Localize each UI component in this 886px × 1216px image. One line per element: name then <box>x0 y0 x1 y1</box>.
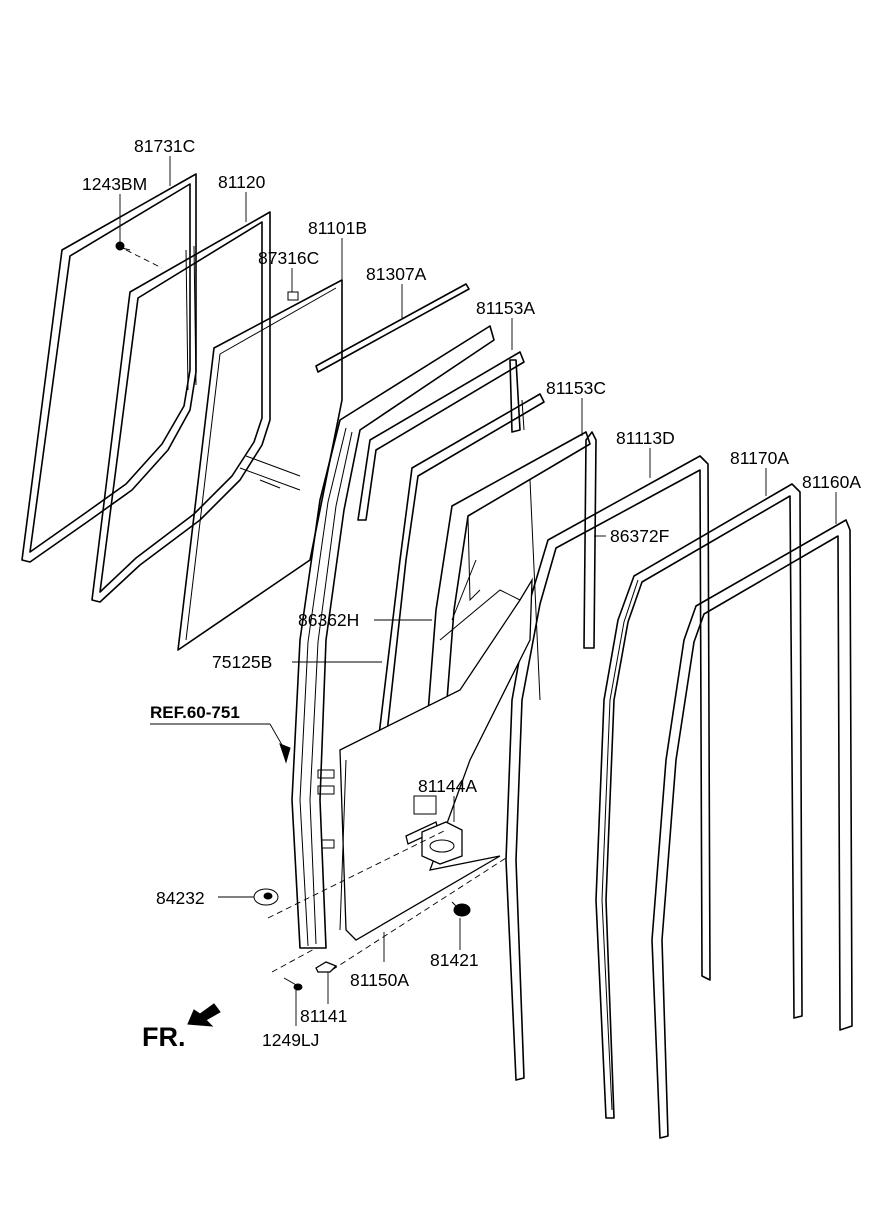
label-81731C: 81731C <box>134 136 195 156</box>
part-81120-frame <box>91 211 271 603</box>
label-86372F: 86372F <box>610 526 669 546</box>
part-81170A-weatherstrip <box>595 483 803 1119</box>
label-ref-60-751: REF.60-751 <box>150 703 240 722</box>
label-81153C: 81153C <box>546 378 606 398</box>
label-81150A: 81150A <box>350 970 409 990</box>
label-1243BM: 1243BM <box>82 174 147 194</box>
label-84232: 84232 <box>156 888 205 908</box>
part-81141-clip <box>315 961 338 973</box>
label-81160A: 81160A <box>802 472 861 492</box>
label-front: FR. <box>142 1022 186 1052</box>
label-81144A: 81144A <box>418 776 477 796</box>
label-81141: 81141 <box>300 1006 347 1026</box>
label-81101B: 81101B <box>308 218 367 238</box>
part-86372F-molding <box>583 431 597 649</box>
label-86362H: 86362H <box>298 610 359 630</box>
part-81731C-weatherstrip <box>21 173 197 563</box>
part-81160A-weatherstrip <box>651 519 853 1139</box>
part-81153C-channel <box>375 393 545 761</box>
label-81170A: 81170A <box>730 448 789 468</box>
part-81144A-latch <box>405 795 463 865</box>
part-84232-plug <box>253 888 279 906</box>
label-1249LJ: 1249LJ <box>262 1030 319 1050</box>
label-81421: 81421 <box>430 950 479 970</box>
part-87316C-clip <box>287 291 299 301</box>
part-81307A-molding <box>315 283 470 373</box>
assembly-lines <box>125 249 507 973</box>
part-81101B-glass <box>177 279 343 651</box>
part-1249LJ-bolt <box>283 977 303 991</box>
front-arrow-icon <box>187 1003 221 1027</box>
part-81153A-channel <box>357 351 525 521</box>
leader-lines <box>119 156 837 1026</box>
part-1243BM-screw <box>115 241 131 251</box>
part-81421-bumper <box>451 901 471 917</box>
label-81153A: 81153A <box>476 298 535 318</box>
label-81120: 81120 <box>218 172 266 192</box>
label-87316C: 87316C <box>258 248 319 268</box>
part-81150A-panel <box>317 577 533 941</box>
label-81113D: 81113D <box>616 428 675 448</box>
label-81307A: 81307A <box>366 264 427 284</box>
part-labels: 81731C 1243BM 81120 81101B 87316C 81307A… <box>82 136 861 1052</box>
label-75125B: 75125B <box>212 652 272 672</box>
part-door-outer-frame <box>291 325 495 949</box>
